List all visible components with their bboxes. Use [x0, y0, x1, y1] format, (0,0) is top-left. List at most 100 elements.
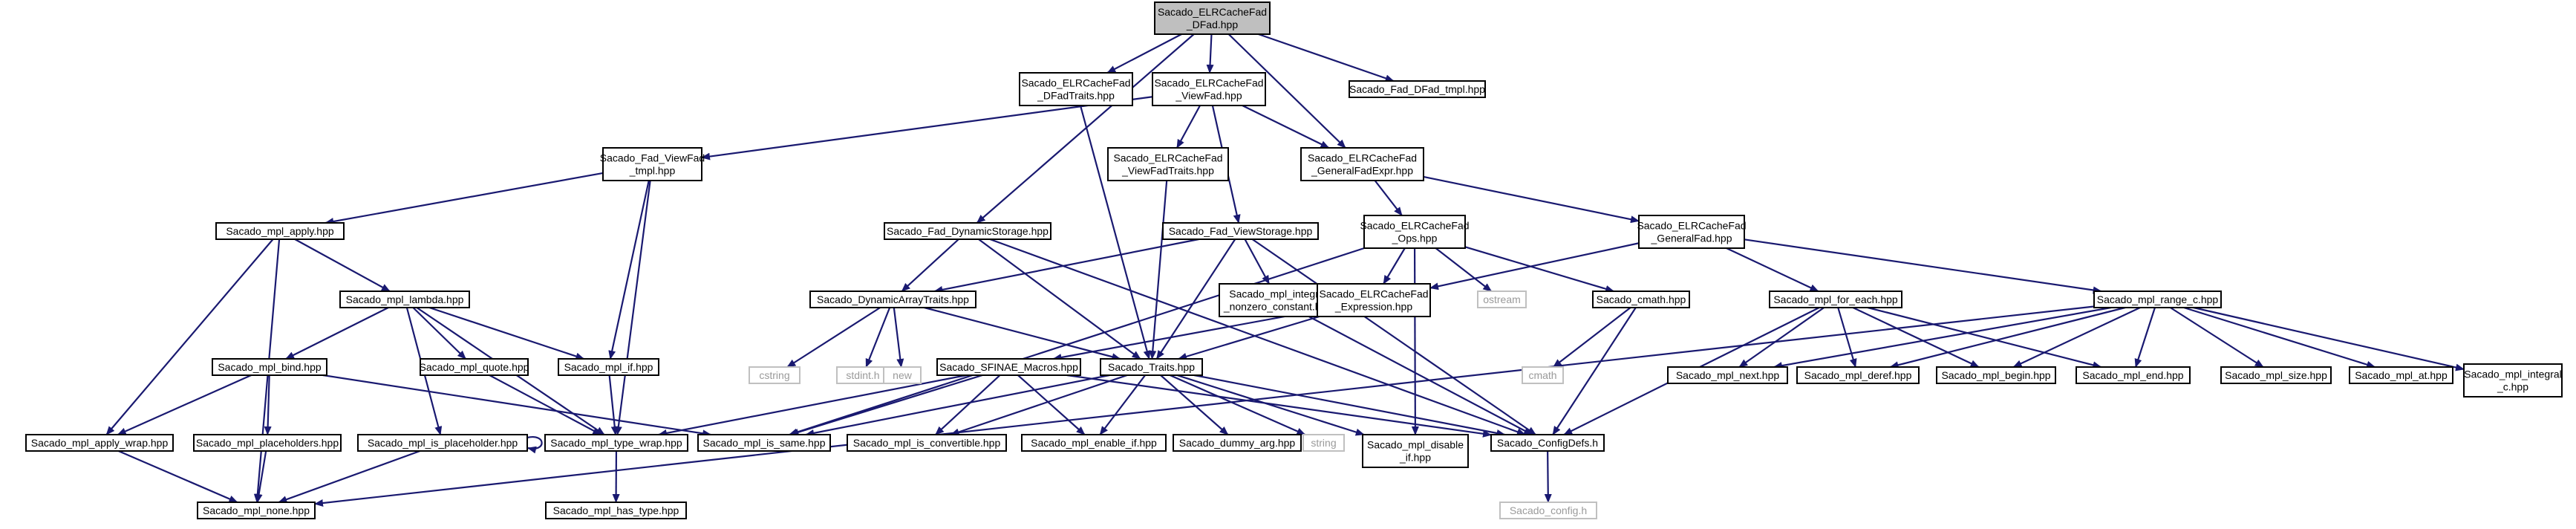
- edge-placeholders-to-none: [255, 450, 267, 503]
- node-box: [212, 358, 327, 376]
- edge: [1383, 247, 1406, 285]
- node-size[interactable]: Sacado_mpl_size.hpp: [2220, 366, 2332, 384]
- node-enableif[interactable]: Sacado_mpl_enable_if.hpp: [1021, 434, 1167, 452]
- edge: [294, 238, 391, 292]
- node-dfadtmpl[interactable]: Sacado_Fad_DFad_tmpl.hpp: [1349, 80, 1486, 98]
- node-viewstorage[interactable]: Sacado_Fad_ViewStorage.hpp: [1162, 222, 1319, 240]
- node-traits[interactable]: Sacado_Traits.hpp: [1100, 358, 1203, 376]
- edge-genfadexpr-to-ops: [1374, 180, 1403, 216]
- node-box: [1796, 366, 1920, 384]
- node-none[interactable]: Sacado_mpl_none.hpp: [197, 502, 316, 519]
- node-placeholders[interactable]: Sacado_mpl_placeholders.hpp: [193, 434, 342, 452]
- node-at[interactable]: Sacado_mpl_at.hpp: [2349, 366, 2453, 384]
- node-bind[interactable]: Sacado_mpl_bind.hpp: [212, 358, 327, 376]
- edge: [285, 307, 389, 360]
- edge: [2012, 307, 2141, 368]
- edge: [893, 307, 904, 368]
- node-dynstorage[interactable]: Sacado_Fad_DynamicStorage.hpp: [884, 222, 1051, 240]
- edge-rangec-to-none: [314, 305, 2095, 507]
- edge: [1552, 307, 1631, 368]
- node-quote[interactable]: Sacado_mpl_quote.hpp: [420, 358, 529, 376]
- node-dummyarg[interactable]: Sacado_dummy_arg.hpp: [1173, 434, 1302, 452]
- node-box: [936, 358, 1081, 376]
- node-cmathhpp[interactable]: Sacado_cmath.hpp: [1592, 291, 1690, 308]
- node-isplaceholder[interactable]: Sacado_mpl_is_placeholder.hpp: [357, 434, 528, 452]
- node-viewfad[interactable]: Sacado_ELRCacheFad_ViewFad.hpp: [1152, 72, 1266, 106]
- edge: [1176, 374, 1365, 436]
- node-label: Sacado_mpl_type_wrap.hpp: [550, 437, 682, 449]
- node-typewrap[interactable]: Sacado_mpl_type_wrap.hpp: [544, 434, 688, 452]
- edge-sfinae-to-configdefs: [1066, 374, 1492, 438]
- node-isconvertible[interactable]: Sacado_mpl_is_convertible.hpp: [847, 434, 1007, 452]
- node-dfadtraits[interactable]: Sacado_ELRCacheFad_DFadTraits.hpp: [1019, 72, 1133, 106]
- node-configdefs[interactable]: Sacado_ConfigDefs.h: [1490, 434, 1605, 452]
- node-label: Sacado_mpl_size.hpp: [2225, 369, 2327, 381]
- node-label: Sacado_ELRCacheFad: [1158, 6, 1267, 18]
- node-genfadexpr[interactable]: Sacado_ELRCacheFad_GeneralFadExpr.hpp: [1300, 147, 1424, 181]
- node-box: [1154, 1, 1271, 35]
- node-deref[interactable]: Sacado_mpl_deref.hpp: [1796, 366, 1920, 384]
- edge-ops-to-expression: [1383, 247, 1406, 285]
- node-box: [1490, 434, 1605, 452]
- node-mplapply[interactable]: Sacado_mpl_apply.hpp: [215, 222, 345, 240]
- node-label: _Ops.hpp: [1392, 233, 1438, 244]
- node-label: Sacado_mpl_placeholders.hpp: [196, 437, 339, 449]
- node-box: [2076, 366, 2191, 384]
- node-label: Sacado_ELRCacheFad: [1360, 220, 1469, 232]
- node-box: [1100, 358, 1203, 376]
- node-applywrap[interactable]: Sacado_mpl_apply_wrap.hpp: [25, 434, 174, 452]
- node-hastype[interactable]: Sacado_mpl_has_type.hpp: [545, 502, 687, 519]
- node-next[interactable]: Sacado_mpl_next.hpp: [1667, 366, 1788, 384]
- edge-traits-to-enableif: [1099, 374, 1147, 435]
- edge: [1464, 246, 1615, 293]
- node-label: new: [893, 369, 913, 381]
- node-expression[interactable]: Sacado_ELRCacheFad_Expression.hpp: [1317, 283, 1431, 317]
- node-rangec[interactable]: Sacado_mpl_range_c.hpp: [2093, 291, 2222, 308]
- node-box: [193, 434, 342, 452]
- node-root[interactable]: Sacado_ELRCacheFad_DFad.hpp: [1154, 1, 1271, 35]
- edge-expression-to-sfinae: [1052, 309, 1318, 361]
- edge-cmathhpp-to-configdefs: [1552, 307, 1637, 435]
- edge: [1258, 33, 1395, 82]
- node-viewfadtraits[interactable]: Sacado_ELRCacheFad_ViewFadTraits.hpp: [1107, 147, 1229, 181]
- node-disableif[interactable]: Sacado_mpl_disable_if.hpp: [1362, 434, 1469, 468]
- edge-root-to-dfadtmpl: [1258, 33, 1395, 82]
- node-box: [1769, 291, 1902, 308]
- edge: [325, 172, 604, 225]
- node-box: [1363, 215, 1466, 249]
- edge: [1244, 238, 1271, 285]
- edge-foreach-to-deref: [1837, 307, 1857, 368]
- node-label: Sacado_ELRCacheFad: [1113, 152, 1222, 164]
- node-sfinae[interactable]: Sacado_SFINAE_Macros.hpp: [936, 358, 1081, 376]
- node-integralc[interactable]: Sacado_mpl_integral_c.hpp: [2463, 363, 2563, 397]
- edge-sfinae-to-issame: [789, 374, 983, 436]
- node-ops[interactable]: Sacado_ELRCacheFad_Ops.hpp: [1360, 215, 1470, 249]
- node-mplif[interactable]: Sacado_mpl_if.hpp: [558, 358, 659, 376]
- edge-ops-to-ostream: [1435, 247, 1493, 292]
- node-generalfad[interactable]: Sacado_ELRCacheFad_GeneralFad.hpp: [1637, 215, 1747, 249]
- node-dyntraits[interactable]: Sacado_DynamicArrayTraits.hpp: [809, 291, 976, 308]
- node-intnonzero[interactable]: Sacado_mpl_integral_nonzero_constant.hpp: [1219, 283, 1337, 317]
- node-label: Sacado_mpl_is_same.hpp: [703, 437, 826, 449]
- node-begin[interactable]: Sacado_mpl_begin.hpp: [1936, 366, 2056, 384]
- node-box: [1107, 147, 1229, 181]
- node-issame[interactable]: Sacado_mpl_is_same.hpp: [697, 434, 831, 452]
- node-fadviewfad[interactable]: Sacado_Fad_ViewFad_tmpl.hpp: [600, 147, 705, 181]
- node-box: [1173, 434, 1302, 452]
- edge: [255, 450, 267, 503]
- node-lambda[interactable]: Sacado_mpl_lambda.hpp: [339, 291, 470, 308]
- node-end[interactable]: Sacado_mpl_end.hpp: [2076, 366, 2191, 384]
- node-box: [1019, 72, 1133, 106]
- edge-mplapply-to-applywrap: [105, 238, 274, 435]
- edge: [1066, 374, 1492, 438]
- node-box: [545, 502, 687, 519]
- edge-intnonzero-to-configdefs: [1308, 316, 1533, 435]
- node-label: Sacado_mpl_for_each.hpp: [1773, 293, 1898, 305]
- node-box: [1152, 72, 1266, 106]
- node-label: Sacado_mpl_apply_wrap.hpp: [31, 437, 169, 449]
- edge-rangec-to-deref: [1889, 306, 2126, 369]
- edge: [786, 307, 881, 368]
- edge: [1193, 374, 1506, 437]
- node-label: Sacado_mpl_if.hpp: [564, 361, 653, 373]
- node-foreach[interactable]: Sacado_mpl_for_each.hpp: [1769, 291, 1902, 308]
